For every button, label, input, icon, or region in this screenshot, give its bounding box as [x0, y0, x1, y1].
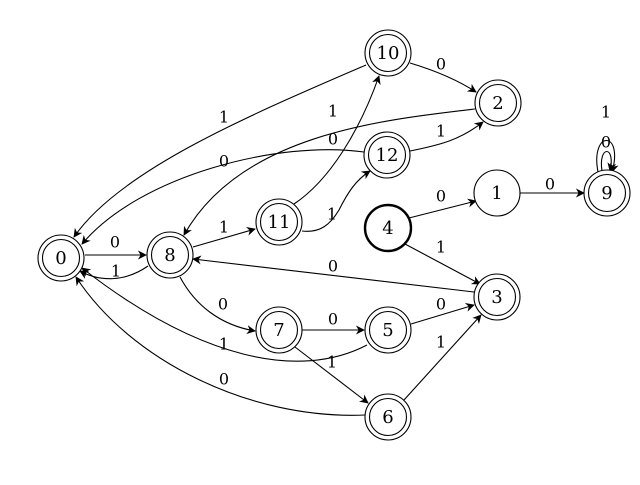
transition-arrow-8-to-7	[179, 276, 256, 335]
transition-arrow-4-to-1	[408, 198, 477, 219]
state-node-9: 9	[583, 169, 631, 217]
state-label-11: 11	[268, 212, 291, 233]
state-label-3: 3	[491, 287, 502, 308]
accepting-ring-11	[259, 202, 299, 242]
state-label-7: 7	[273, 320, 284, 341]
state-node-10: 10	[364, 29, 412, 77]
transition-arrow-6-to-0	[75, 276, 366, 416]
state-node-8: 8	[146, 231, 194, 279]
transition-label-11-to-12: 1	[327, 205, 337, 224]
state-label-6: 6	[382, 407, 393, 428]
state-node-7: 7	[255, 306, 303, 354]
accepting-ring-12	[367, 135, 407, 175]
state-node-0: 0	[37, 234, 85, 282]
transition-arrow-4-to-3	[404, 243, 481, 285]
accepting-ring-0	[41, 238, 81, 278]
transition-label-8-to-0: 1	[111, 262, 121, 281]
transition-label-10-to-2: 0	[436, 55, 446, 74]
transition-arrow-12-to-2	[409, 121, 484, 152]
transition-arrow-11-to-10	[293, 75, 381, 205]
transition-arrow-11-to-12	[301, 170, 371, 232]
transitions-layer	[73, 62, 619, 416]
transition-label-4-to-3: 1	[436, 238, 446, 257]
transition-label-1-to-9: 0	[545, 175, 555, 194]
transition-arrow-7-to-6	[294, 346, 369, 404]
transition-label-9-to-9: 0	[601, 133, 611, 152]
state-label-4: 4	[382, 218, 393, 239]
transition-label-4-to-1: 0	[436, 187, 446, 206]
transition-arrow-10-to-0	[73, 64, 367, 238]
transition-arrow-12-to-0	[81, 149, 365, 245]
accepting-ring-9	[587, 173, 627, 213]
transition-label-7-to-5: 0	[328, 310, 338, 329]
accepting-ring-10	[368, 33, 408, 73]
state-node-4: 4	[363, 203, 413, 253]
transition-label-12-to-0: 0	[219, 152, 229, 171]
transition-label-6-to-0: 0	[219, 370, 229, 389]
accepting-ring-5	[368, 310, 408, 350]
transition-label-5-to-3: 0	[436, 295, 446, 314]
state-node-11: 11	[255, 198, 303, 246]
transition-arrow-5-to-3	[410, 303, 475, 325]
transition-label-7-to-6: 1	[327, 353, 337, 372]
transition-label-6-to-3: 1	[436, 333, 446, 352]
accepting-ring-8	[150, 235, 190, 275]
state-node-6: 6	[364, 393, 412, 441]
state-label-1: 1	[491, 183, 502, 204]
transition-label-5-to-0: 1	[219, 335, 229, 354]
state-label-9: 9	[601, 183, 612, 204]
transition-label-8-to-7: 0	[218, 295, 228, 314]
transition-arrow-3-to-8	[192, 255, 475, 293]
transition-arrow-5-to-0	[81, 267, 368, 362]
transition-label-11-to-10: 0	[328, 130, 338, 149]
transition-label-12-to-2: 1	[436, 122, 446, 141]
transition-label-9-to-9: 1	[601, 103, 611, 122]
transition-arrow-9-to-9	[596, 140, 619, 173]
transition-label-3-to-8: 0	[328, 257, 338, 276]
transition-label-8-to-11: 1	[219, 218, 229, 237]
transition-arrow-10-to-2	[409, 62, 477, 93]
state-label-5: 5	[382, 320, 393, 341]
state-node-3: 3	[473, 273, 521, 321]
transition-label-0-to-8: 0	[110, 233, 120, 252]
transition-arrow-2-to-8	[183, 108, 476, 236]
state-label-0: 0	[55, 248, 66, 269]
state-label-8: 8	[164, 245, 175, 266]
transition-label-2-to-8: 1	[328, 102, 338, 121]
state-circle-1	[473, 169, 521, 217]
accepting-ring-7	[259, 310, 299, 350]
transition-arrow-8-to-11	[192, 226, 256, 248]
accepting-ring-3	[477, 277, 517, 317]
transition-arrow-6-to-3	[403, 314, 482, 401]
state-circle-4	[363, 203, 413, 253]
state-node-12: 12	[363, 131, 411, 179]
state-node-2: 2	[474, 79, 522, 127]
state-label-12: 12	[376, 145, 399, 166]
state-node-1: 1	[473, 169, 521, 217]
state-label-10: 10	[377, 43, 400, 64]
accepting-ring-6	[368, 397, 408, 437]
state-label-2: 2	[492, 93, 503, 114]
accepting-ring-2	[478, 83, 518, 123]
transition-arrow-9-to-9	[600, 151, 617, 172]
state-node-5: 5	[364, 306, 412, 354]
transition-label-10-to-0: 1	[219, 108, 229, 127]
